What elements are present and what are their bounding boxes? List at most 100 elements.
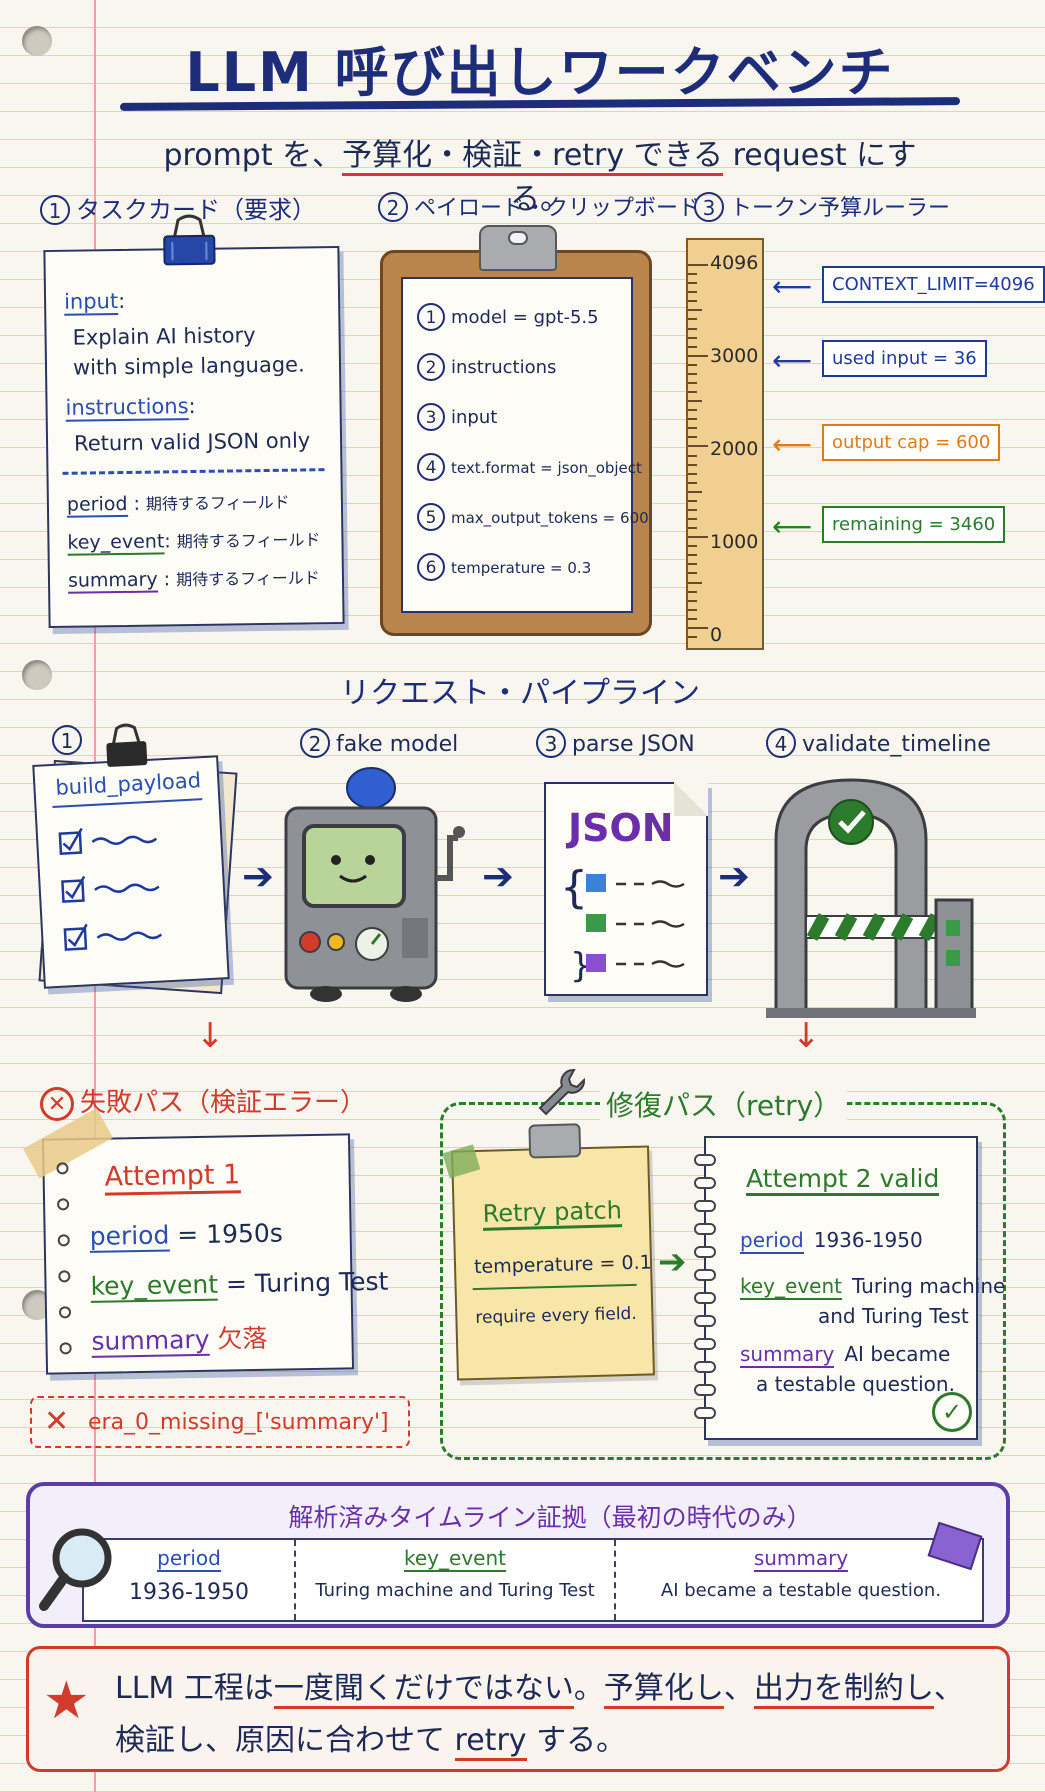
- binder-hole: [22, 26, 52, 56]
- failure-heading: ✕失敗パス（検証エラー）: [40, 1082, 366, 1121]
- spiral-ring: [694, 1338, 716, 1350]
- field-key: key_event: [67, 530, 165, 556]
- ruler-tick: [688, 572, 697, 575]
- ruler-tick: [688, 545, 697, 548]
- ruler-label: 1000: [710, 531, 759, 553]
- json-fields-icon: [586, 874, 685, 972]
- ruler-tick: [688, 381, 697, 384]
- ruler-tick: [688, 391, 697, 394]
- field-value: 期待するフィールド: [175, 568, 320, 590]
- ruler-tick: [688, 418, 697, 421]
- brace-open: {: [560, 862, 588, 913]
- ruler-tick: [688, 409, 697, 412]
- evidence-key: key_event: [404, 1546, 506, 1572]
- instructions-key: instructions: [65, 394, 189, 422]
- field-row-key-event: key_event: 期待するフィールド: [67, 530, 321, 556]
- spiral-ring: [694, 1154, 716, 1166]
- arrow-right-icon: ➔: [482, 854, 514, 898]
- ruler-tag: output cap = 600: [822, 424, 1001, 461]
- conclusion-text: 予算化し: [603, 1671, 724, 1709]
- ruler-tick: [688, 454, 697, 457]
- spiral-ring: [694, 1223, 716, 1235]
- row-key: period: [89, 1220, 170, 1253]
- spiral-ring: [694, 1269, 716, 1281]
- ruler-tick: [688, 626, 708, 629]
- step-number: 1: [52, 725, 82, 755]
- ruler-tick: [688, 309, 702, 312]
- ruler-tick: [688, 400, 702, 403]
- section-title: タスクカード（要求）: [76, 196, 316, 224]
- ruler-tick: [688, 300, 697, 303]
- field-key: summary: [67, 568, 158, 594]
- build-payload-label: build_payload: [54, 768, 202, 800]
- ruler-tick: [688, 599, 697, 602]
- magnifier-icon: [38, 1526, 114, 1614]
- ruler-tick: [688, 345, 697, 348]
- ruler-tick: [688, 481, 697, 484]
- failure-row: period = 1950s: [89, 1219, 283, 1253]
- input-label: input:: [63, 289, 125, 316]
- ruler-tick: [688, 617, 697, 620]
- conclusion-text: 。: [573, 1671, 604, 1706]
- section-number: 1: [40, 195, 70, 225]
- colon: :: [188, 393, 196, 419]
- evidence-key-wrap: summary: [616, 1540, 986, 1572]
- ruler-tick: [688, 463, 697, 466]
- arrow-right-icon: ➔: [718, 854, 750, 898]
- spiral-ring: [694, 1361, 716, 1373]
- row-key: summary: [91, 1324, 210, 1358]
- conclusion-line-2: 検証し、原因に合わせて retry する。: [115, 1715, 626, 1761]
- item-text: model = gpt-5.5: [451, 307, 599, 328]
- ruler-tick: [688, 554, 697, 557]
- notebook-hole: [59, 1342, 72, 1355]
- item-text: text.format = json_object: [451, 459, 642, 477]
- build-payload-card: build_payload: [32, 723, 230, 989]
- arrow-left-icon: ⟵: [772, 344, 813, 377]
- step-label: parse JSON: [572, 732, 695, 757]
- evidence-value: AI became a testable question.: [660, 1580, 942, 1601]
- conclusion-box: ★ LLM 工程は一度聞くだけではない。予算化し、出力を制約し、 検証し、原因に…: [26, 1646, 1010, 1772]
- divider: [472, 1283, 637, 1291]
- notebook-hole: [58, 1270, 71, 1283]
- clip-hole: [508, 231, 528, 245]
- notebook-hole: [57, 1198, 70, 1211]
- step-number: 4: [766, 728, 796, 758]
- input-text-line: with simple language.: [72, 352, 305, 380]
- ruler-tick: [688, 536, 708, 539]
- item-text: temperature = 0.3: [451, 559, 592, 577]
- binder-hole: [22, 660, 52, 690]
- ruler-label: 4096: [710, 252, 759, 274]
- subtitle-part: prompt を、: [163, 138, 343, 173]
- row-key: key_event: [90, 1269, 219, 1303]
- subtitle-part: 予算化・検証・retry できる: [342, 138, 724, 176]
- ruler-tick: [688, 363, 697, 366]
- ruler-tick: [688, 472, 697, 475]
- item-text: input: [451, 407, 498, 428]
- arrow-right-icon: ➔: [242, 854, 274, 898]
- spiral-ring: [694, 1384, 716, 1396]
- error-circle-icon: ✕: [40, 1087, 74, 1121]
- field-value: 期待するフィールド: [145, 492, 290, 514]
- attempt-1-title: Attempt 1: [104, 1159, 241, 1196]
- ruler-tick: [688, 318, 697, 321]
- spiral-ring: [694, 1246, 716, 1258]
- arrow-down-icon: ↓: [196, 1016, 225, 1056]
- row-value: 欠落: [217, 1323, 268, 1354]
- section-title: ペイロード・クリップボード: [414, 196, 701, 221]
- row-value: AI became: [844, 1342, 951, 1366]
- page-title: LLM 呼び出しワークベンチ: [185, 41, 895, 104]
- section-number: 3: [694, 192, 724, 222]
- wrench-icon: [534, 1066, 588, 1120]
- ruler-tag: CONTEXT_LIMIT=4096: [822, 266, 1045, 303]
